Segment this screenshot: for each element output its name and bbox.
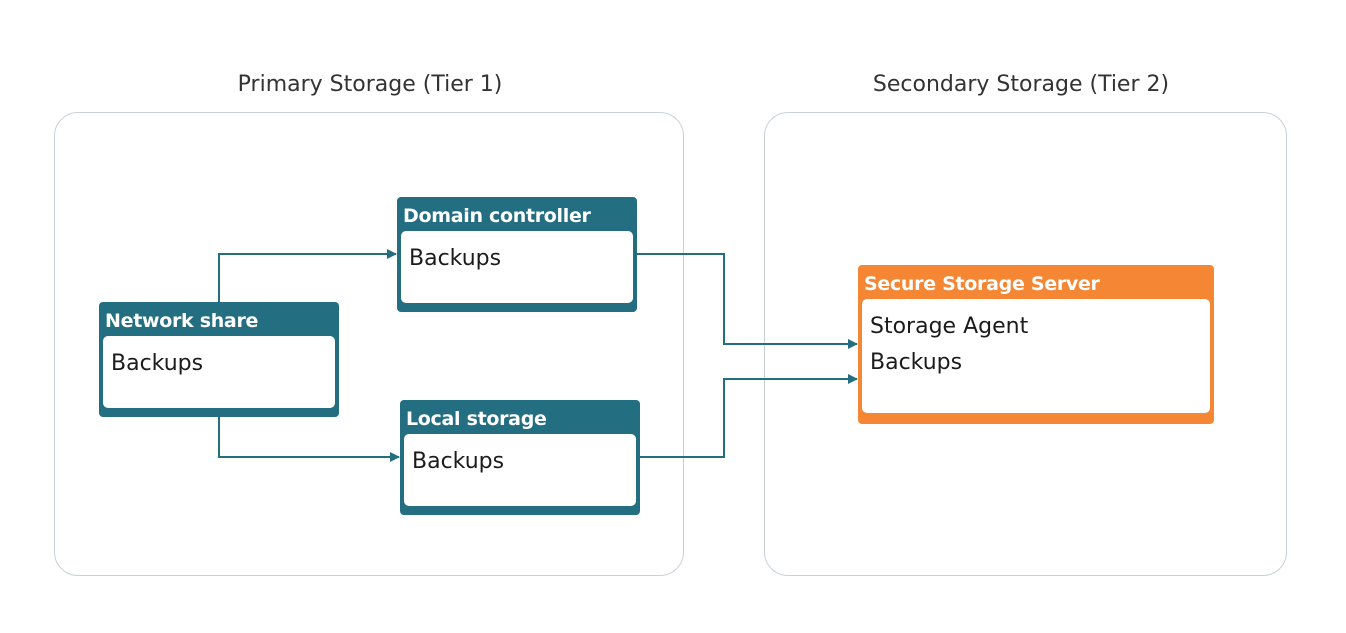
secondary-tier-title: Secondary Storage (Tier 2) <box>872 72 1170 97</box>
domain-controller-header: Domain controller <box>403 205 591 227</box>
local-storage-header: Local storage <box>406 408 547 430</box>
network-share-node[interactable]: Network share Backups <box>99 302 339 417</box>
primary-tier-title: Primary Storage (Tier 1) <box>237 72 503 97</box>
connector-network-share-to-domain-controller <box>218 249 397 302</box>
local-storage-backups-label: Backups <box>412 449 505 474</box>
connector-network-share-to-local-storage <box>218 416 400 462</box>
network-share-backups-label: Backups <box>111 351 204 376</box>
storage-agent-label: Storage Agent <box>870 314 1029 339</box>
network-share-header: Network share <box>105 310 259 332</box>
domain-controller-backups-label: Backups <box>409 246 502 271</box>
local-storage-node[interactable]: Local storage Backups <box>400 400 640 515</box>
domain-controller-body: Backups <box>401 231 633 303</box>
local-storage-body: Backups <box>404 434 636 506</box>
network-share-body: Backups <box>103 336 335 408</box>
secure-storage-backups-label: Backups <box>870 350 963 375</box>
domain-controller-node[interactable]: Domain controller Backups <box>397 197 637 312</box>
connector-domain-controller-to-secure-storage <box>637 253 858 349</box>
connector-local-storage-to-secure-storage <box>640 374 858 458</box>
secure-storage-server-body: Storage Agent Backups <box>862 299 1210 413</box>
secure-storage-server-header: Secure Storage Server <box>864 273 1100 295</box>
secure-storage-server-node[interactable]: Secure Storage Server Storage Agent Back… <box>858 265 1214 424</box>
